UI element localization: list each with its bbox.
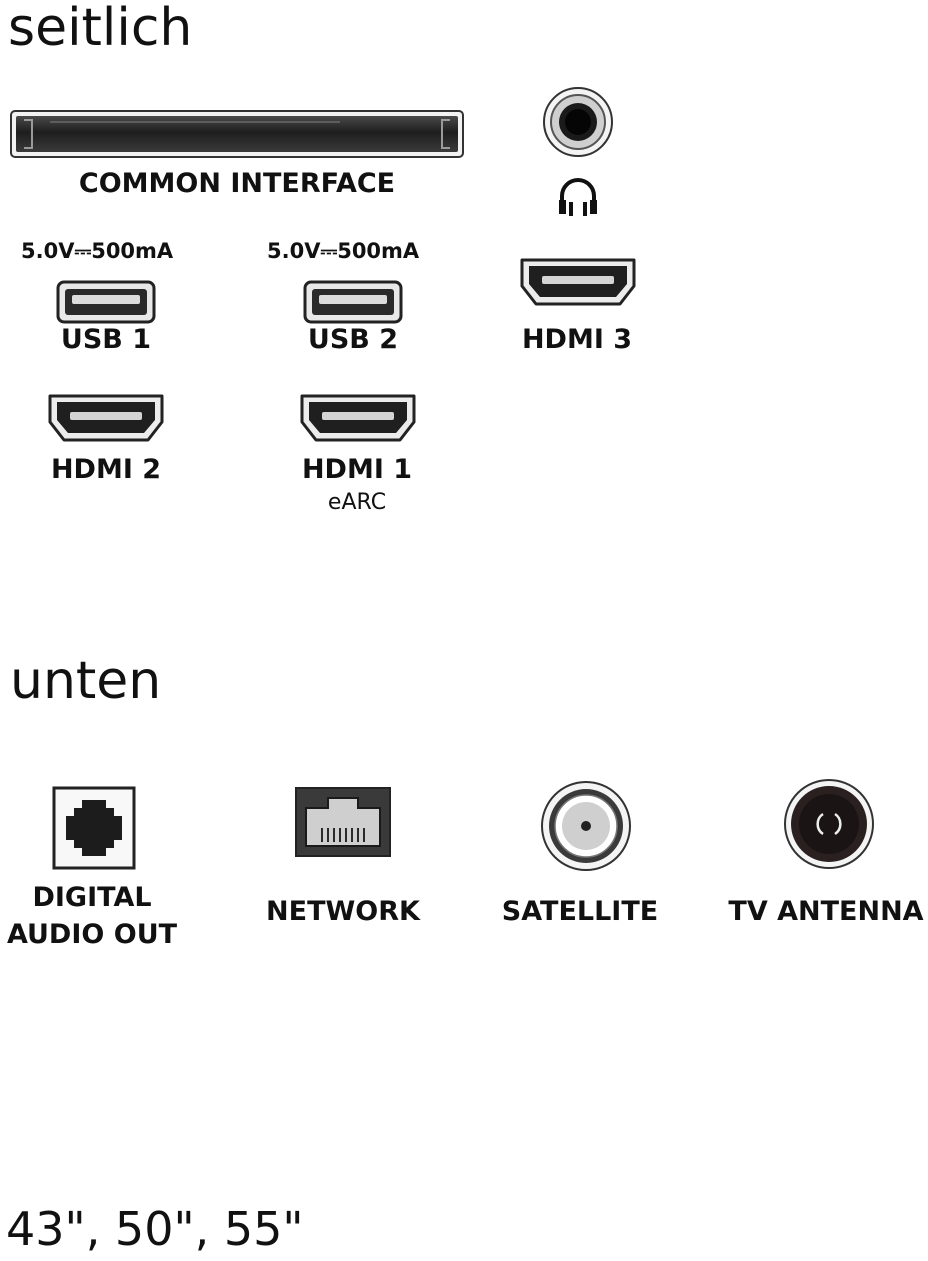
hdmi1-label: HDMI 1 [301,454,413,485]
hdmi3-label: HDMI 3 [521,324,633,355]
headphone-icon [556,174,600,218]
bottom-section-heading: unten [10,651,162,711]
satellite-label: SATELLITE [501,896,659,927]
usb1-label: USB 1 [60,324,152,355]
side-section-heading: seitlich [8,0,193,58]
hdmi1-sublabel: eARC [327,490,387,515]
digital-audio-out-label-line2: AUDIO OUT [6,919,178,950]
usb2-spec: 5.0V⎓500mA [267,239,420,263]
satellite-port [540,780,632,872]
usb2-port [303,280,403,324]
usb1-spec: 5.0V⎓500mA [21,239,174,263]
hdmi2-label: HDMI 2 [50,454,162,485]
headphone-jack [542,86,614,158]
tv-antenna-port [783,778,875,870]
tv-sizes: 43", 50", 55" [6,1202,304,1256]
network-label: NETWORK [266,896,420,927]
common-interface-slot [10,110,464,160]
hdmi2-port [46,392,166,444]
network-port [294,786,392,858]
tv-antenna-label: TV ANTENNA [728,896,924,927]
digital-audio-out-port [52,786,136,870]
common-interface-label: COMMON INTERFACE [78,168,396,199]
hdmi1-port [298,392,418,444]
usb2-label: USB 2 [307,324,399,355]
hdmi3-port [518,256,638,308]
usb1-port [56,280,156,324]
digital-audio-out-label-line1: DIGITAL [32,882,152,913]
